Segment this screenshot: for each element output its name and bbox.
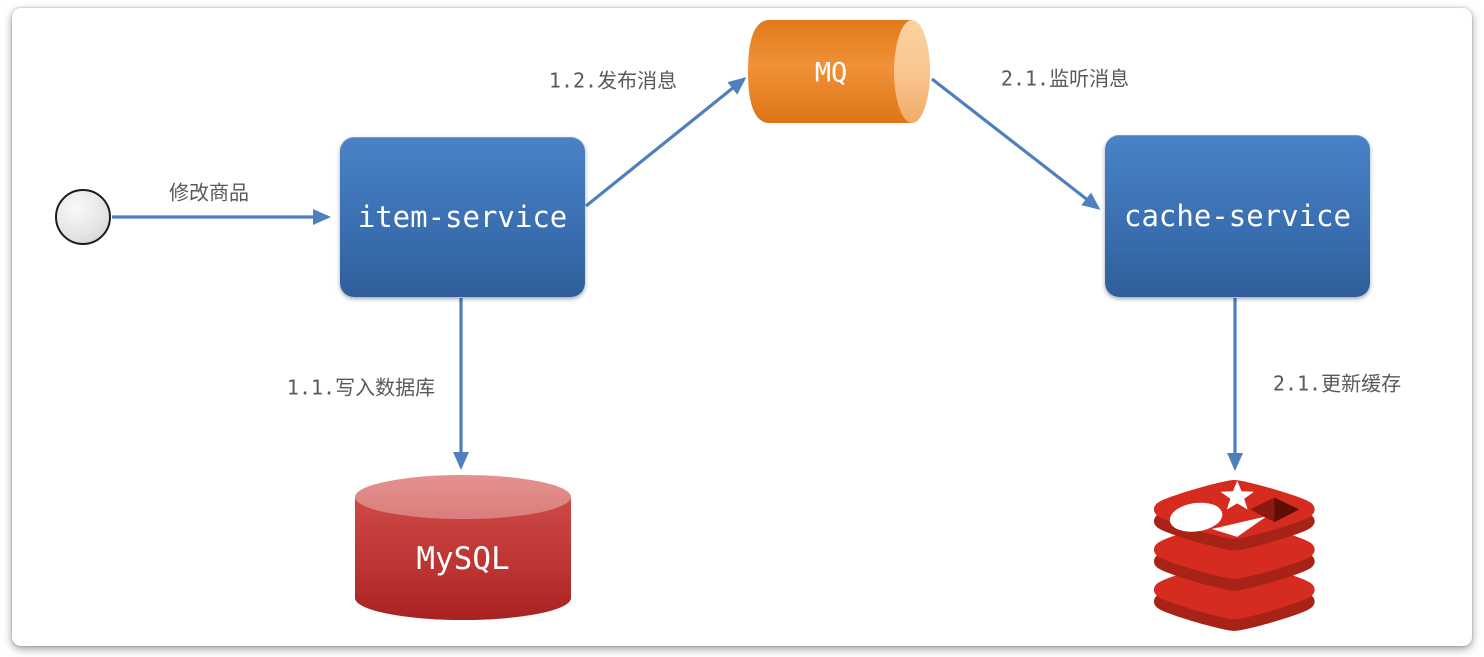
redis-triangle-shape — [1211, 516, 1267, 537]
edge-label-write-database: 1.1.写入数据库 — [286, 375, 436, 400]
edge-label-listen-message: 2.1.监听消息 — [1000, 66, 1130, 91]
node-cache-service: cache-service — [1105, 135, 1370, 297]
edge-label-modify-item: 修改商品 — [169, 180, 249, 205]
node-item-service: item-service — [340, 137, 585, 297]
item-service-label: item-service — [357, 200, 568, 234]
edge-item-service-to-mq — [584, 77, 747, 208]
mysql-cylinder-body — [355, 497, 571, 620]
mq-cylinder-cap — [894, 20, 930, 123]
edge-mq-to-cache-service — [931, 77, 1101, 210]
redis-logo-icon — [1153, 480, 1315, 631]
mysql-cylinder — [355, 475, 571, 620]
mq-cylinder — [748, 20, 930, 123]
redis-star-shape — [1220, 480, 1254, 510]
cache-service-label: cache-service — [1124, 199, 1351, 233]
mq-cylinder-body — [748, 20, 912, 123]
redis-ellipse-shape — [1169, 502, 1223, 532]
edges-group — [112, 77, 1243, 471]
mq-label: MQ — [814, 57, 848, 89]
mysql-label: MySQL — [416, 541, 510, 577]
start-circle-node — [55, 189, 111, 245]
mysql-cylinder-top — [355, 475, 571, 519]
edge-label-publish-message: 1.2.发布消息 — [548, 68, 678, 93]
edge-label-update-cache: 2.1.更新缓存 — [1272, 371, 1402, 396]
